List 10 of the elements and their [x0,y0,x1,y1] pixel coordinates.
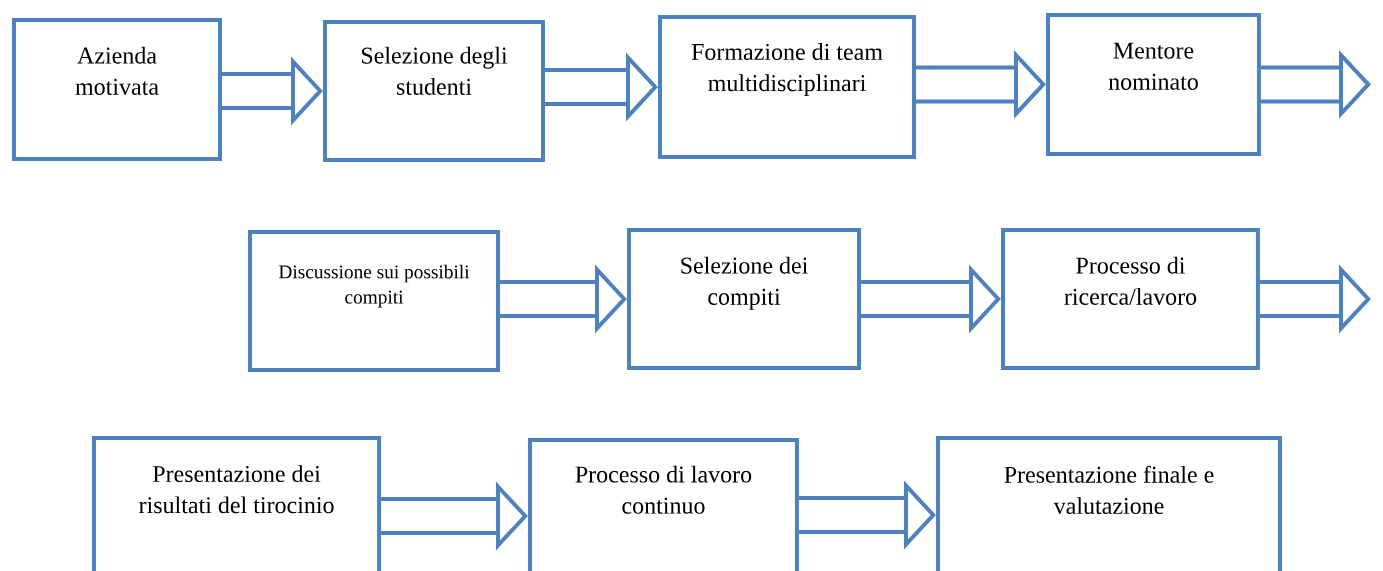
process-box: Presentazione finale e valutazione [936,436,1282,571]
process-box: Processo di lavoro continuo [528,438,799,571]
process-box: Selezione degli studenti [323,20,545,162]
process-box: Mentore nominato [1046,13,1261,156]
process-box: Selezione dei compiti [627,228,861,370]
process-box: Processo di ricerca/lavoro [1001,228,1260,370]
process-box: Azienda motivata [12,18,222,161]
process-box: Formazione di team multidisciplinari [658,15,916,159]
process-box: Discussione sui possibili compiti [248,230,500,372]
process-box: Presentazione dei risultati del tirocinio [92,436,382,571]
